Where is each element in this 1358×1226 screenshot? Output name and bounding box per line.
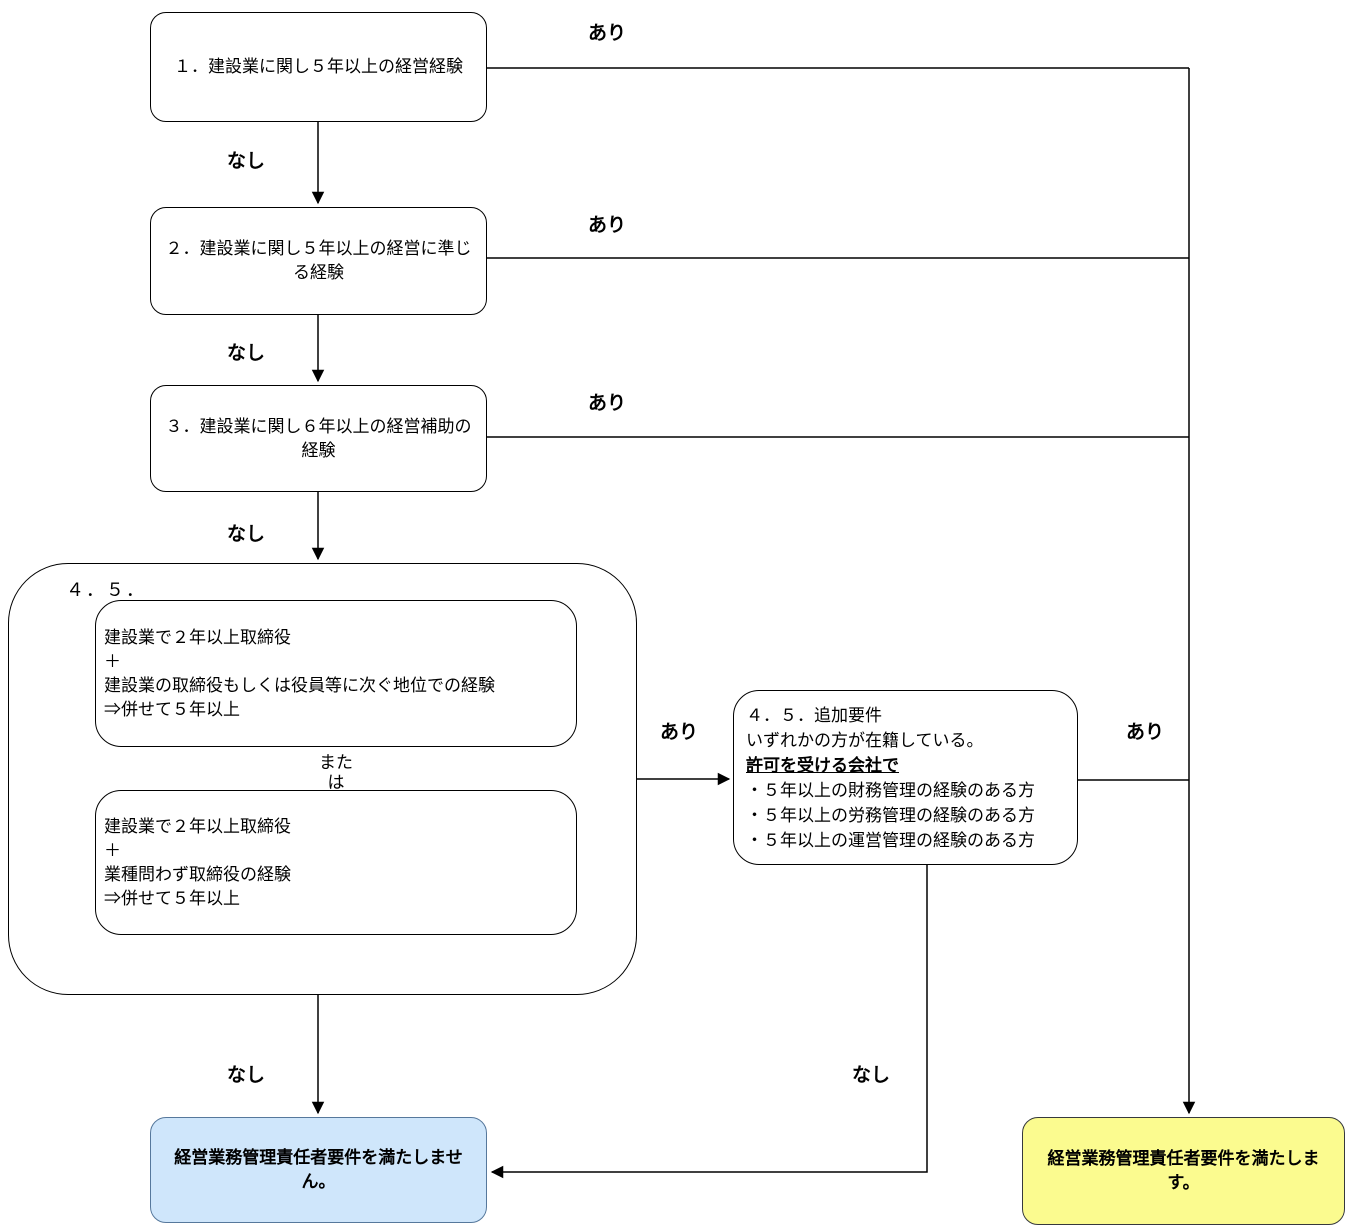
option-b-line2: ＋ bbox=[104, 840, 121, 860]
additional-requirements-box: ４．５．追加要件 いずれかの方が在籍している。 許可を受ける会社で ・５年以上の… bbox=[733, 690, 1078, 865]
group45-label: ４．５． bbox=[66, 580, 146, 600]
option-a-box: 建設業で２年以上取締役 ＋ 建設業の取締役もしくは役員等に次ぐ地位での経験 ⇒併… bbox=[95, 600, 577, 747]
result-pass-label: 経営業務管理責任者要件を満たします。 bbox=[1047, 1149, 1320, 1192]
option-b-line3: 業種問わず取締役の経験 bbox=[104, 864, 291, 884]
result-fail-label: 経営業務管理責任者要件を満たしません。 bbox=[174, 1148, 463, 1191]
option-a-line3: 建設業の取締役もしくは役員等に次ぐ地位での経験 bbox=[104, 675, 495, 695]
additional-emphasis: 許可を受ける会社で bbox=[746, 755, 899, 775]
edge-label-no-1: なし bbox=[227, 151, 266, 172]
edge-label-no-3: なし bbox=[227, 524, 266, 545]
edge-label-yes-2: あり bbox=[588, 215, 627, 236]
edge-label-yes-5: あり bbox=[1126, 722, 1165, 743]
additional-bullet3: ・５年以上の運営管理の経験のある方 bbox=[746, 830, 1035, 850]
edge-label-no-2: なし bbox=[227, 343, 266, 364]
edge-label-no-4: なし bbox=[227, 1065, 266, 1086]
edge-additional-no bbox=[490, 865, 928, 1179]
step3-box: ３．建設業に関し６年以上の経営補助の経験 bbox=[150, 385, 487, 492]
additional-line1: ４．５．追加要件 bbox=[746, 705, 882, 725]
option-a-line2: ＋ bbox=[104, 651, 121, 671]
step2-label: ２．建設業に関し５年以上の経営に準じる経験 bbox=[165, 239, 472, 282]
option-a-line1: 建設業で２年以上取締役 bbox=[104, 627, 291, 647]
step1-label: １．建設業に関し５年以上の経営経験 bbox=[174, 57, 463, 76]
option-a-line4: ⇒併せて５年以上 bbox=[104, 699, 240, 719]
result-fail-box: 経営業務管理責任者要件を満たしません。 bbox=[150, 1117, 487, 1223]
additional-bullet2: ・５年以上の労務管理の経験のある方 bbox=[746, 805, 1035, 825]
or-line1: また bbox=[319, 753, 353, 772]
edge-label-yes-3: あり bbox=[588, 393, 627, 414]
step1-box: １．建設業に関し５年以上の経営経験 bbox=[150, 12, 487, 122]
edge-label-yes-4: あり bbox=[660, 722, 699, 743]
option-b-line1: 建設業で２年以上取締役 bbox=[104, 816, 291, 836]
or-connector-label: また は bbox=[95, 753, 577, 793]
result-pass-box: 経営業務管理責任者要件を満たします。 bbox=[1022, 1117, 1345, 1225]
additional-line2: いずれかの方が在籍している。 bbox=[746, 730, 984, 750]
additional-bullet1: ・５年以上の財務管理の経験のある方 bbox=[746, 780, 1035, 800]
edge-label-yes-1: あり bbox=[588, 23, 627, 44]
edge-label-no-5: なし bbox=[852, 1065, 891, 1086]
option-b-box: 建設業で２年以上取締役 ＋ 業種問わず取締役の経験 ⇒併せて５年以上 bbox=[95, 790, 577, 935]
step2-box: ２．建設業に関し５年以上の経営に準じる経験 bbox=[150, 207, 487, 315]
option-b-line4: ⇒併せて５年以上 bbox=[104, 888, 240, 908]
or-line2: は bbox=[327, 773, 345, 792]
step3-label: ３．建設業に関し６年以上の経営補助の経験 bbox=[165, 416, 472, 460]
